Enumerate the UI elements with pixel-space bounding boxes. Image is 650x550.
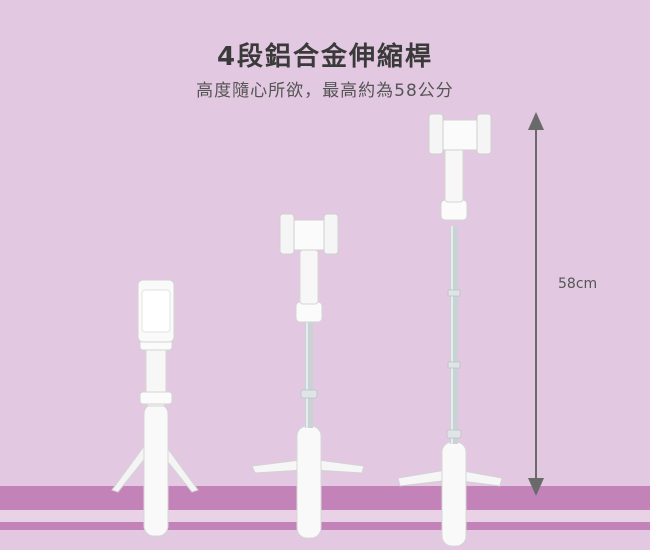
arrow-down-icon	[528, 478, 544, 496]
page-title: 4段鋁合金伸縮桿	[216, 42, 434, 72]
floor-stripe-middle	[0, 510, 650, 522]
floor-stripe-top	[0, 486, 650, 510]
height-label: 58cm	[558, 276, 598, 292]
selfie-stick-collapsed	[111, 279, 199, 537]
arrow-up-icon	[528, 112, 544, 130]
page-subtitle: 高度隨心所欲，最高約為58公分	[196, 81, 454, 101]
selfie-stick-extended	[397, 113, 503, 547]
floor-stripe-bottom	[0, 522, 650, 530]
height-arrow	[528, 112, 544, 496]
selfie-stick-medium	[251, 213, 365, 539]
